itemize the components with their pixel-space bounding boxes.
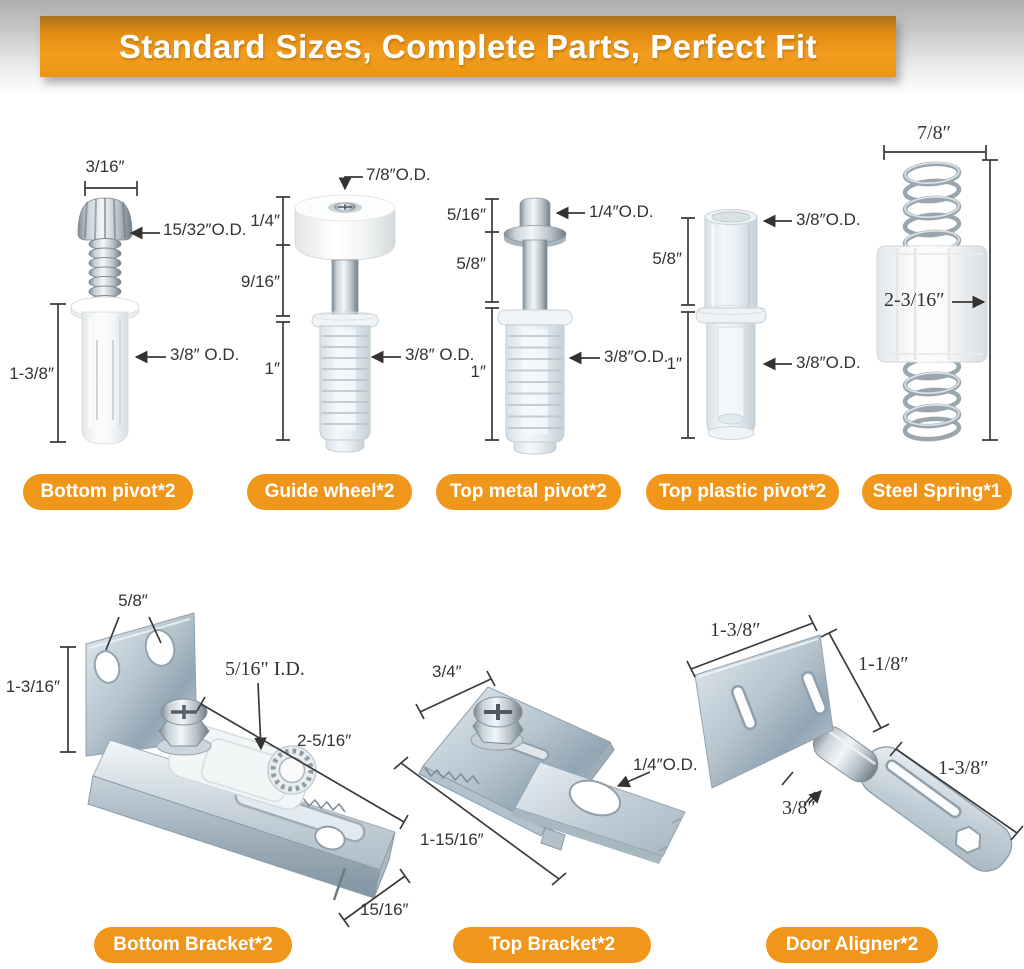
- top-bracket-illustration: [418, 686, 686, 864]
- label-bottom-pivot: Bottom pivot*2: [23, 474, 193, 510]
- dim-door-aligner-tab-length: 1-3/8″: [938, 757, 989, 779]
- bottom-bracket-illustration: [85, 612, 396, 901]
- dim-steel-spring-width: 7/8″: [917, 122, 951, 144]
- label-top-metal-pivot: Top metal pivot*2: [436, 474, 621, 510]
- label-guide-wheel-text: Guide wheel*2: [264, 481, 395, 502]
- steel-spring-illustration: [876, 161, 988, 442]
- banner: Standard Sizes, Complete Parts, Perfect …: [40, 16, 896, 77]
- dim-door-aligner-plate-side: 1-1/8″: [858, 653, 909, 675]
- dim-top-metal-pivot-seg2: 5/8″: [456, 254, 486, 273]
- dim-top-bracket-length: 1-15/16″: [420, 830, 484, 849]
- dim-top-bracket-width: 3/4″: [432, 662, 462, 681]
- top-plastic-pivot-illustration: [695, 209, 767, 440]
- dim-door-aligner-bend-offset: 3/8″: [782, 797, 816, 819]
- dim-top-metal-pivot-seg3: 1″: [470, 362, 486, 381]
- dim-bottom-bracket-hole-spacing: 5/8″: [118, 591, 148, 610]
- label-top-bracket-text: Top Bracket*2: [488, 934, 616, 955]
- dim-door-aligner-plate-width: 1-3/8″: [710, 619, 761, 641]
- label-top-plastic-pivot-text: Top plastic pivot*2: [658, 481, 827, 502]
- dim-top-metal-pivot-seg1: 5/16″: [446, 205, 486, 224]
- dim-guide-wheel-seg1: 1/4″: [250, 211, 280, 230]
- dim-top-metal-pivot-body-od: 3/8″O.D.: [604, 347, 669, 366]
- label-steel-spring: Steel Spring*1: [862, 474, 1012, 510]
- dim-bottom-bracket-height: 1-3/16″: [5, 677, 60, 696]
- label-door-aligner: Door Aligner*2: [766, 927, 938, 963]
- guide-wheel-illustration: [294, 194, 396, 453]
- label-bottom-bracket: Bottom Bracket*2: [94, 927, 292, 963]
- label-bottom-bracket-text: Bottom Bracket*2: [113, 934, 273, 955]
- dim-bottom-bracket-end-width: 15/16″: [360, 900, 409, 919]
- top-metal-pivot-illustration: [497, 197, 573, 455]
- dim-guide-wheel-seg3: 1″: [264, 359, 280, 378]
- dim-top-bracket-hole-od: 1/4″O.D.: [633, 755, 698, 774]
- dim-top-plastic-pivot-top-od: 3/8″O.D.: [796, 210, 861, 229]
- dim-bottom-pivot-length: 1-3/8″: [9, 364, 54, 383]
- dim-bottom-pivot-head-width: 3/16″: [85, 157, 125, 176]
- label-top-bracket: Top Bracket*2: [453, 927, 651, 963]
- label-door-aligner-text: Door Aligner*2: [785, 934, 919, 955]
- bottom-pivot-illustration: [70, 197, 140, 445]
- dim-bottom-bracket-arm-length: 2-5/16″: [297, 731, 352, 750]
- dim-top-plastic-pivot-seg2: 1″: [666, 354, 682, 373]
- dim-bottom-pivot-body-od: 3/8″ O.D.: [170, 345, 240, 364]
- dim-guide-wheel-seg2: 9/16″: [240, 272, 280, 291]
- dim-top-metal-pivot-pin-od: 1/4″O.D.: [589, 202, 654, 221]
- dim-guide-wheel-od: 7/8″O.D.: [366, 165, 431, 184]
- banner-title: Standard Sizes, Complete Parts, Perfect …: [118, 27, 818, 65]
- dim-guide-wheel-body-od: 3/8″ O.D.: [405, 345, 475, 364]
- dim-bottom-pivot-head-od: 15/32″O.D.: [163, 220, 247, 239]
- dim-bottom-bracket-socket-id: 5/16" I.D.: [225, 658, 305, 680]
- label-steel-spring-text: Steel Spring*1: [872, 481, 1002, 502]
- dim-top-plastic-pivot-body-od: 3/8″O.D.: [796, 353, 861, 372]
- dim-steel-spring-length: 2-3/16″: [884, 289, 945, 311]
- label-guide-wheel: Guide wheel*2: [247, 474, 412, 510]
- dim-top-plastic-pivot-seg1: 5/8″: [652, 249, 682, 268]
- label-top-plastic-pivot: Top plastic pivot*2: [646, 474, 839, 510]
- label-bottom-pivot-text: Bottom pivot*2: [40, 481, 176, 502]
- label-top-metal-pivot-text: Top metal pivot*2: [450, 481, 607, 502]
- door-aligner-illustration: [694, 634, 1013, 872]
